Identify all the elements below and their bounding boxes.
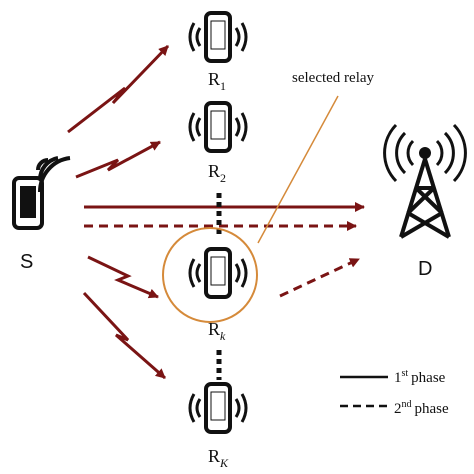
arrow-rk-to-d	[279, 257, 360, 298]
source-node: S	[12, 156, 71, 273]
smartphone-broadcast-icon	[12, 156, 71, 230]
arrows-first-phase	[67, 44, 365, 380]
source-label: S	[20, 251, 33, 273]
relay-node-r1: R1	[188, 11, 248, 93]
relay-label-rK: RK	[208, 446, 229, 470]
arrow-s-to-rK	[82, 291, 166, 380]
smartphone-vibrate-icon	[188, 382, 248, 434]
relay-node-rk: Rk	[188, 247, 248, 343]
selected-relay-label: selected relay	[292, 70, 375, 86]
arrow-s-to-rk	[87, 255, 159, 299]
smartphone-vibrate-icon	[188, 11, 248, 63]
selected-relay-highlight	[162, 227, 258, 323]
destination-node: D	[383, 123, 467, 280]
arrow-s-to-r1	[67, 44, 170, 134]
selected-relay-pointer	[257, 95, 339, 244]
destination-label: D	[418, 258, 432, 280]
relay-node-rK: RK	[188, 382, 248, 470]
relay-label-rk: Rk	[208, 319, 226, 343]
smartphone-vibrate-icon	[188, 101, 248, 153]
relay-label-r1: R1	[208, 69, 226, 93]
relay-node-r2: R2	[188, 101, 248, 185]
arrows-second-phase	[84, 221, 360, 298]
relay-label-r2: R2	[208, 161, 226, 185]
smartphone-vibrate-icon	[188, 247, 248, 299]
cell-tower-icon	[383, 123, 467, 239]
arrow-s-to-r2	[75, 140, 161, 179]
